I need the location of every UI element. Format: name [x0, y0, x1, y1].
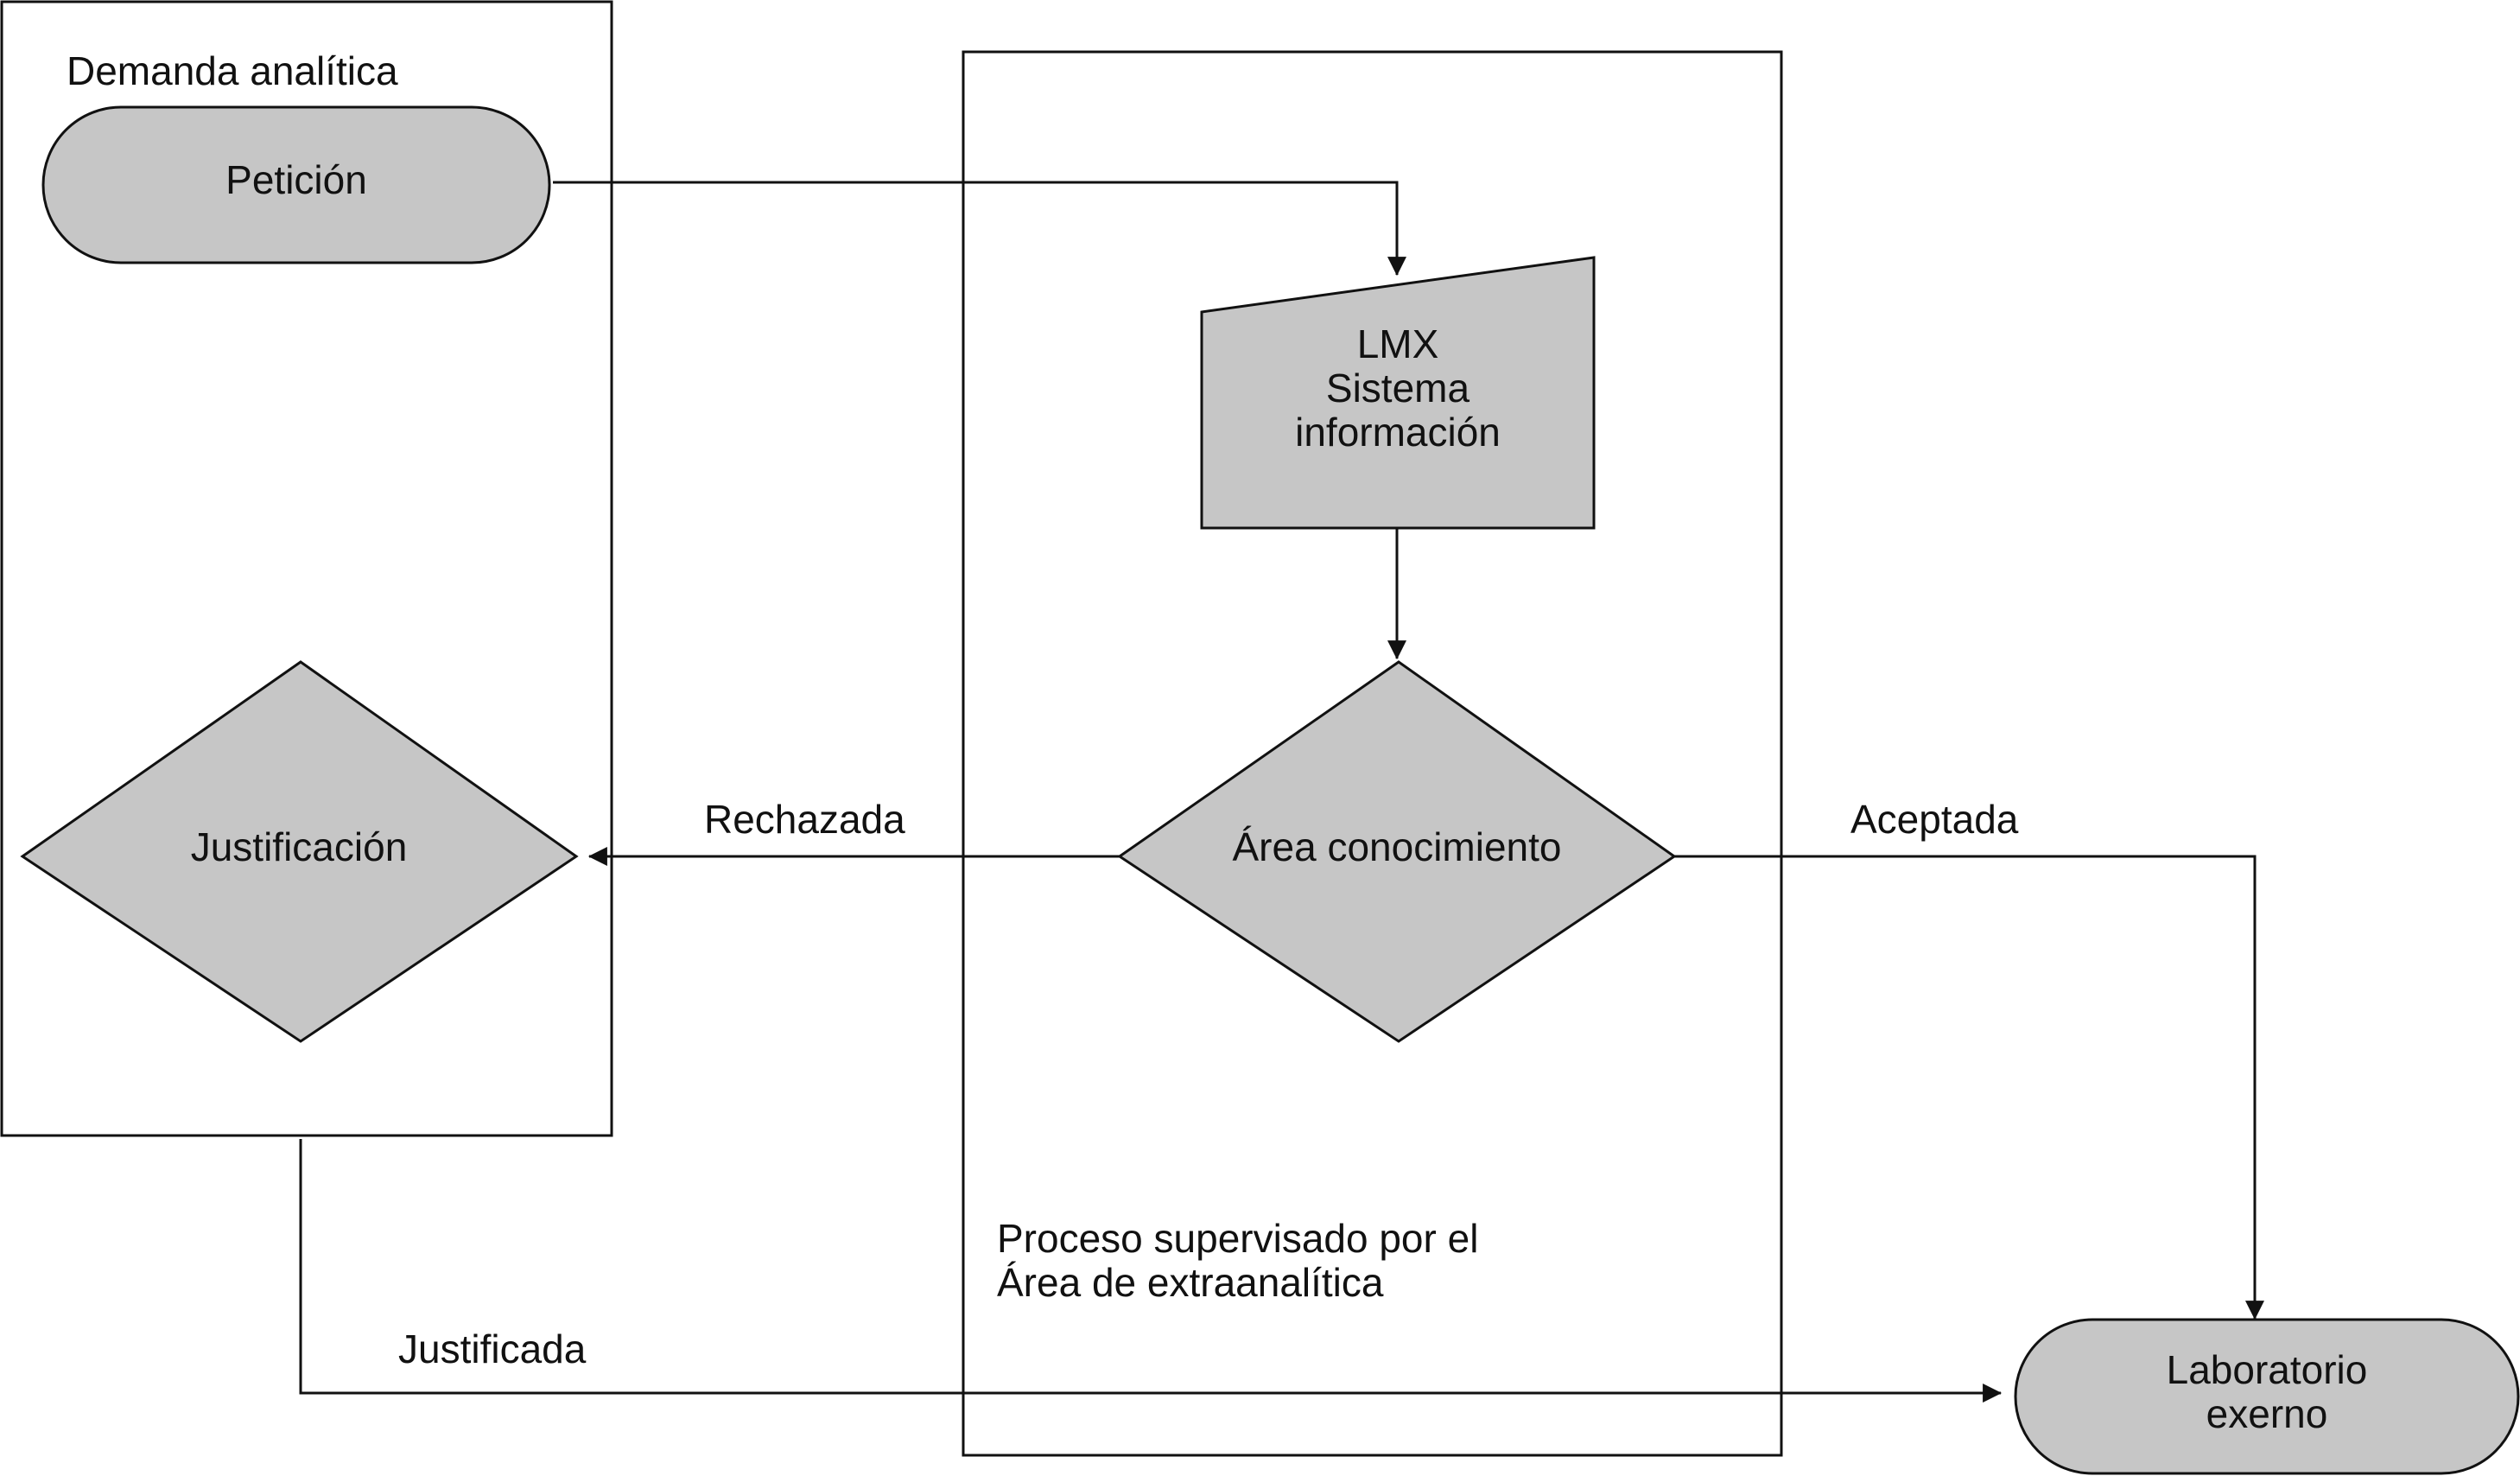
node-laboratorio: Laboratorio exerno: [2014, 1318, 2520, 1475]
lane-title-proceso-line2: Área de extraanalítica: [997, 1260, 1384, 1305]
edge-label-aceptada: Aceptada: [1850, 797, 2019, 842]
decision-shape: [20, 660, 579, 1043]
node-label-lmx-line2: Sistema: [1326, 366, 1470, 410]
edge-label-justificada: Justificada: [398, 1326, 587, 1371]
node-peticion: Petición: [41, 105, 551, 264]
lane-area-extraanalitica: [962, 50, 1783, 1457]
terminator-shape: [41, 105, 551, 264]
node-label-area-conocimiento: Área conocimiento: [1233, 824, 1562, 869]
node-label-peticion: Petición: [225, 157, 367, 202]
node-label-lmx-line3: información: [1295, 410, 1501, 455]
terminator-shape: [2014, 1318, 2520, 1475]
edge-peticion-to-lmx: [553, 181, 1406, 277]
node-lmx-sistema: LMX Sistema información: [1200, 256, 1596, 530]
edge-justificada: [299, 1139, 2003, 1403]
node-label-justificacion: Justificación: [191, 824, 408, 869]
edge-aceptada: [1674, 855, 2264, 1320]
manual-input-shape: [1200, 256, 1596, 530]
lane-title-demanda: Demanda analítica: [67, 48, 398, 93]
node-label-lmx-line1: LMX: [1357, 321, 1439, 366]
lane-title-proceso-line1: Proceso supervisado por el: [997, 1216, 1478, 1261]
lane-demanda-analitica: [0, 0, 613, 1137]
edge-label-rechazada: Rechazada: [704, 797, 905, 842]
node-justificacion: Justificación: [20, 660, 579, 1043]
node-area-conocimiento: Área conocimiento: [1117, 660, 1677, 1043]
node-label-laboratorio-line1: Laboratorio: [2167, 1347, 2368, 1392]
node-label-laboratorio-line2: exerno: [2206, 1391, 2328, 1436]
decision-shape: [1117, 660, 1677, 1043]
